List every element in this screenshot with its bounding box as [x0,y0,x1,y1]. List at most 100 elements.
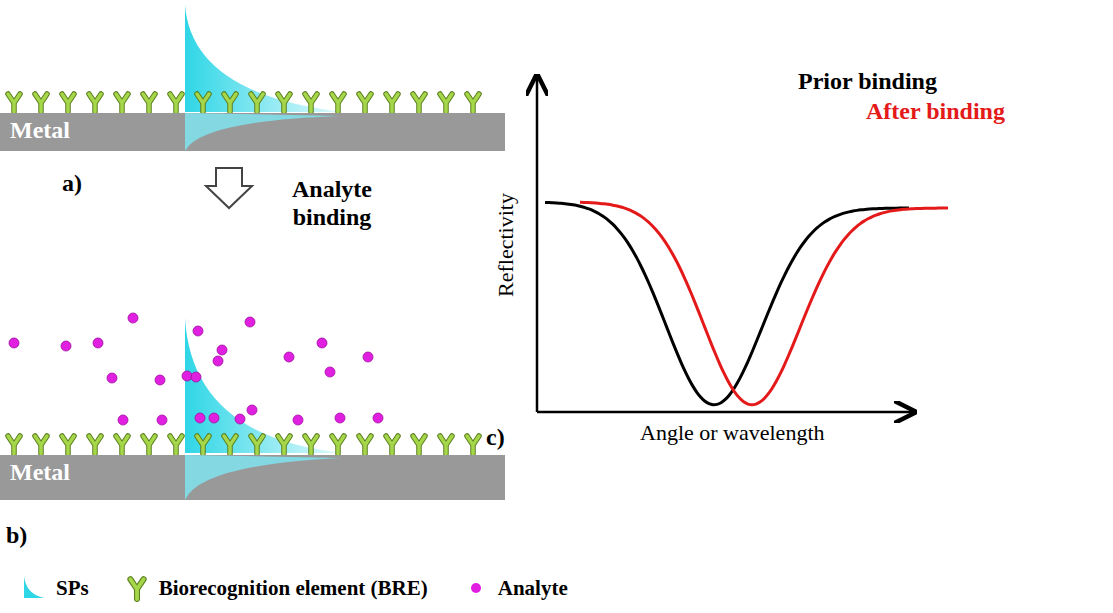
bre-symbol [413,94,425,112]
x-axis [537,411,912,414]
bre-symbol [8,436,20,454]
analyte-dot [182,371,192,381]
bre-symbol [35,94,47,112]
metal-label: Metal [0,113,505,148]
sp-field [185,318,345,453]
bre-symbol [359,94,371,112]
legend-sample [462,574,490,602]
analyte-dot [363,352,373,362]
bre-symbol [224,436,236,454]
bre-symbol [8,94,20,112]
bre-symbol [251,94,263,112]
bre-symbol [89,436,101,454]
legend-text: SPs [56,576,89,601]
analyte-dot [9,338,19,348]
bre-symbol [278,436,290,454]
bre-symbol [197,436,209,454]
bre-symbol [143,94,155,112]
axis-title: Reflectivity [493,193,519,297]
bre-symbol [305,436,317,454]
process-label: Analyte binding [262,176,402,231]
bre-symbol [116,94,128,112]
bre-symbol [413,436,425,454]
metal-label: Metal [0,455,505,490]
bre-symbol [413,436,425,454]
bre-symbol [332,94,344,112]
sp-field [185,5,345,112]
bre-symbol [386,436,398,454]
bre-symbol [62,436,74,454]
analyte-dot [191,372,201,382]
bre-symbol [8,94,20,112]
legend-entry: SPs [20,574,89,602]
bre-symbol [332,436,344,454]
bre-symbol [62,436,74,454]
bre-symbol [305,436,317,454]
bre-symbol [197,94,209,112]
bre-symbol [467,94,479,112]
analyte-dot [245,317,255,327]
bre-symbol [130,579,143,599]
bre-symbol [130,579,143,599]
bre-symbol [278,94,290,112]
sp-field [0,113,505,151]
analyte-dot [195,413,205,423]
analyte-dot [335,413,345,423]
analyte-dot [213,356,223,366]
process-arrow [206,168,252,208]
bre-symbol [224,436,236,454]
analyte-dot [317,338,327,348]
bre-symbol [305,94,317,112]
bre-symbol [224,94,236,112]
bre-symbol [170,436,182,454]
bre-symbol [386,94,398,112]
analyte-sample [471,583,481,593]
sp-sample [24,576,44,598]
legend-entry: Biorecognition element (BRE) [123,574,428,602]
analyte-dot [284,352,294,362]
legend-sample [123,574,151,602]
bre-symbol [278,436,290,454]
bre-symbol [89,436,101,454]
bre-symbol [170,436,182,454]
metal-slab: Metal [0,113,505,151]
bre-symbol [359,94,371,112]
bre-symbol [89,94,101,112]
y-axis [536,78,539,412]
analyte-dot [247,405,257,415]
bre-symbol [386,94,398,112]
analyte-dot [193,326,203,336]
bre-symbol [224,94,236,112]
series-label: Prior binding [798,68,937,95]
legend-sample [20,574,48,602]
series-label: After binding [866,98,1005,125]
analyte-dot [155,375,165,385]
curve-after [580,202,948,404]
bre-symbol [8,436,20,454]
analyte-dot [157,415,167,425]
bre-symbol [251,94,263,112]
bre-symbol [440,436,452,454]
bre-symbol [467,436,479,454]
analyte-dots [9,313,383,425]
bre-symbol [278,94,290,112]
analyte-dot [118,415,128,425]
analyte-dot [235,414,245,424]
reflectivity-curves [545,202,948,404]
curve-prior [545,202,909,404]
bre-symbol [197,94,209,112]
bre-symbol [332,94,344,112]
bre-symbol [170,94,182,112]
bre-symbol [359,436,371,454]
analyte-dot [293,415,303,425]
analyte-dot [128,313,138,323]
analyte-dot [325,367,335,377]
panel-label: a) [62,170,82,197]
legend-text: Biorecognition element (BRE) [159,576,428,601]
bre-symbol [89,94,101,112]
sp-field [0,455,505,500]
bre-symbol [440,436,452,454]
analyte-dot [93,338,103,348]
analyte-dot [107,373,117,383]
